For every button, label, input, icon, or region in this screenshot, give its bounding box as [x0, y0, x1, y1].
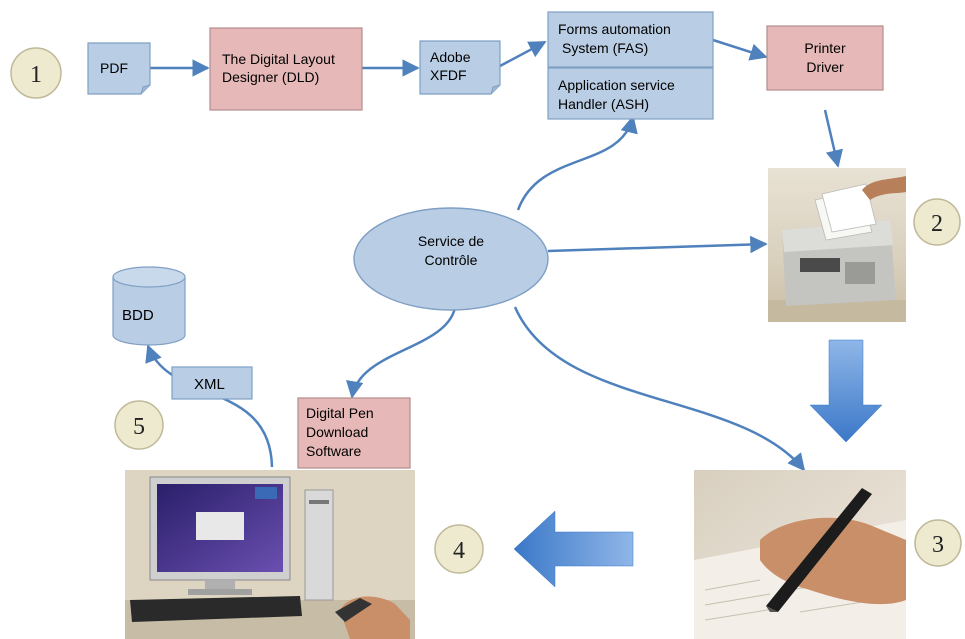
connectors [145, 38, 843, 472]
xml-node: XML [171, 366, 253, 400]
pdf-label: PDF [100, 60, 128, 76]
dld-label-line1: The Digital Layout [222, 51, 335, 67]
pen-software-node: Digital Pen Download Software [297, 397, 411, 469]
step-3-marker: 3 [914, 519, 962, 567]
arrow-computer-to-bdd [145, 344, 274, 468]
arrow-fas-to-printer-driver [712, 38, 768, 61]
pdf-node: PDF [87, 42, 151, 95]
desktop-computer-photo [125, 470, 415, 639]
service-node: Service de Contrôle [353, 207, 549, 311]
dld-node: The Digital Layout Designer (DLD) [209, 27, 363, 111]
digital-pen-photo [694, 470, 906, 639]
step-1-marker: 1 [10, 47, 62, 99]
pen-software-label-line3: Software [306, 443, 361, 459]
service-label-line1: Service de [418, 233, 484, 249]
ash-label-line2: Handler (ASH) [558, 96, 649, 112]
step-5-marker: 5 [114, 400, 164, 450]
step-2-marker: 2 [913, 198, 961, 246]
xml-label: XML [194, 376, 225, 393]
arrow-service-to-ash [516, 115, 638, 211]
printer-driver-label-line2: Driver [806, 59, 844, 75]
step-2-label: 2 [931, 211, 943, 237]
printer-driver-label-line1: Printer [804, 40, 846, 56]
arrow-service-to-pen [513, 306, 806, 472]
bdd-node: BDD [112, 266, 186, 346]
arrow-service-to-pen-software [346, 307, 457, 399]
bdd-label: BDD [122, 307, 154, 324]
pen-software-label-line1: Digital Pen [306, 405, 374, 421]
xfdf-label-line2: XFDF [430, 67, 467, 83]
fas-label-line1: Forms automation [558, 21, 671, 37]
step-5-label: 5 [133, 414, 145, 440]
xfdf-label-line1: Adobe [430, 49, 471, 65]
printer-driver-node: Printer Driver [766, 25, 884, 91]
arrow-service-to-printer [547, 235, 768, 254]
ash-label-line1: Application service [558, 77, 675, 93]
step-4-label: 4 [453, 538, 465, 564]
step-3-label: 3 [932, 532, 944, 558]
pen-software-label-line2: Download [306, 424, 368, 440]
left-flow-arrow [513, 510, 634, 588]
arrow-xfdf-to-fas [499, 40, 547, 68]
step-markers: 1 2 3 4 5 [10, 47, 962, 574]
step-1-label: 1 [30, 62, 42, 88]
fas-label-line2: System (FAS) [562, 40, 648, 56]
ash-node: Application service Handler (ASH) [547, 67, 714, 120]
service-label-line2: Contrôle [425, 252, 478, 268]
xfdf-node: Adobe XFDF [419, 40, 501, 95]
step-4-marker: 4 [434, 524, 484, 574]
arrow-driver-to-printer [823, 109, 843, 168]
printer-photo [768, 168, 906, 322]
down-flow-arrow [809, 339, 883, 443]
fas-node: Forms automation System (FAS) [547, 11, 714, 68]
dld-label-line2: Designer (DLD) [222, 69, 319, 85]
